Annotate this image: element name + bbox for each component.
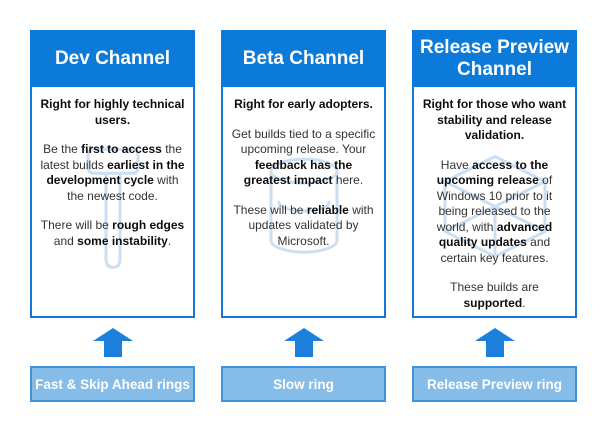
- up-arrow-icon: [92, 328, 133, 357]
- hammer-watermark-icon: [86, 147, 139, 269]
- cube-watermark-icon: [443, 154, 546, 258]
- channel-description-box-beta: Right for early adopters. Get builds tie…: [221, 87, 386, 318]
- ring-label: Release Preview ring: [426, 376, 563, 392]
- description-paragraph: Right for highly technical users.: [40, 97, 185, 127]
- channel-column-dev: Dev Channel Right for highly technical u…: [30, 30, 195, 402]
- channel-description-box-dev: Right for highly technical users. Be the…: [30, 87, 195, 318]
- channel-header-beta: Beta Channel: [221, 30, 386, 87]
- channel-header-dev: Dev Channel: [30, 30, 195, 87]
- ring-label-box-release-preview: Release Preview ring: [412, 366, 577, 402]
- description-paragraph: Right for those who want stability and r…: [422, 97, 567, 142]
- channel-column-release-preview: Release Preview Channel Right for those …: [412, 30, 577, 402]
- ring-label: Fast & Skip Ahead rings: [35, 376, 190, 392]
- up-arrow-icon: [283, 328, 324, 357]
- ring-label: Slow ring: [273, 376, 334, 392]
- ring-label-box-beta: Slow ring: [221, 366, 386, 402]
- ring-label-box-dev: Fast & Skip Ahead rings: [30, 366, 195, 402]
- description-paragraph: Be the first to access the latest builds…: [40, 142, 185, 203]
- description-paragraph: There will be rough edges and some insta…: [40, 218, 185, 248]
- channel-column-beta: Beta Channel Right for early adopters. G…: [221, 30, 386, 402]
- channel-header-release-preview: Release Preview Channel: [412, 30, 577, 87]
- channel-description-box-release-preview: Right for those who want stability and r…: [412, 87, 577, 318]
- description-paragraph: These will be reliable with updates vali…: [233, 202, 374, 248]
- up-arrow-icon: [474, 328, 515, 357]
- description-paragraph: These builds are supported.: [450, 280, 539, 310]
- channel-title: Dev Channel: [54, 47, 171, 69]
- channel-title: Beta Channel: [242, 47, 365, 69]
- description-paragraph: Get builds tied to a specific upcoming r…: [231, 126, 376, 188]
- description-paragraph: Have access to the upcoming release of W…: [436, 157, 553, 265]
- bucket-watermark-icon: [269, 157, 338, 254]
- channel-title: Release Preview Channel: [420, 36, 569, 80]
- description-paragraph: Right for early adopters.: [234, 97, 373, 111]
- channel-columns: Dev Channel Right for highly technical u…: [30, 30, 577, 402]
